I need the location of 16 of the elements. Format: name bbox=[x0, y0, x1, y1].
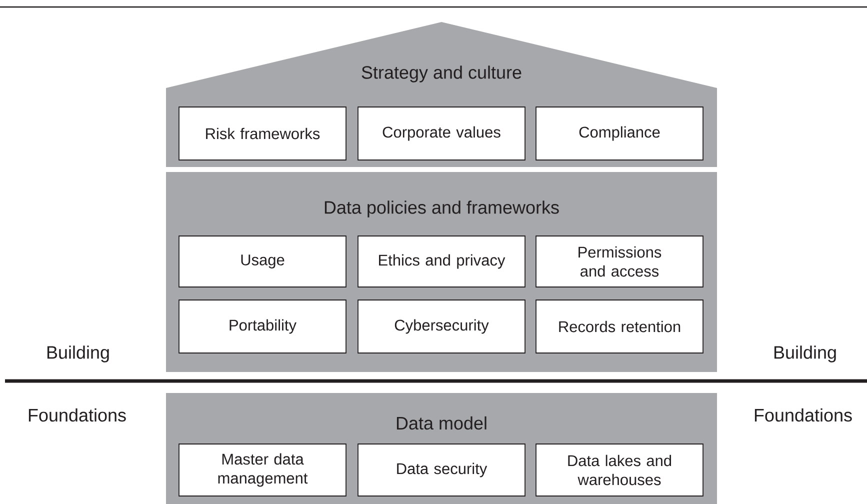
topic-box: Permissions and access bbox=[536, 236, 704, 288]
side-label: Building bbox=[774, 346, 836, 362]
topic-box: Cybersecurity bbox=[358, 300, 526, 354]
topic-box: Risk frameworks bbox=[178, 106, 346, 160]
side-label: Foundations bbox=[28, 408, 126, 422]
topic-box: Corporate values bbox=[358, 106, 526, 160]
topic-box: Records retention bbox=[536, 300, 704, 354]
topic-box: Portability bbox=[178, 300, 346, 354]
topic-box: Usage bbox=[178, 236, 346, 288]
topic-box: Master data management bbox=[178, 444, 346, 496]
side-label: Building bbox=[47, 346, 109, 362]
topic-box: Ethics and privacy bbox=[358, 236, 526, 288]
topic-box: Data lakes and warehouses bbox=[536, 444, 704, 496]
topic-box: Compliance bbox=[536, 106, 704, 160]
topic-box: Data security bbox=[358, 444, 526, 496]
side-label: Foundations bbox=[754, 408, 852, 422]
